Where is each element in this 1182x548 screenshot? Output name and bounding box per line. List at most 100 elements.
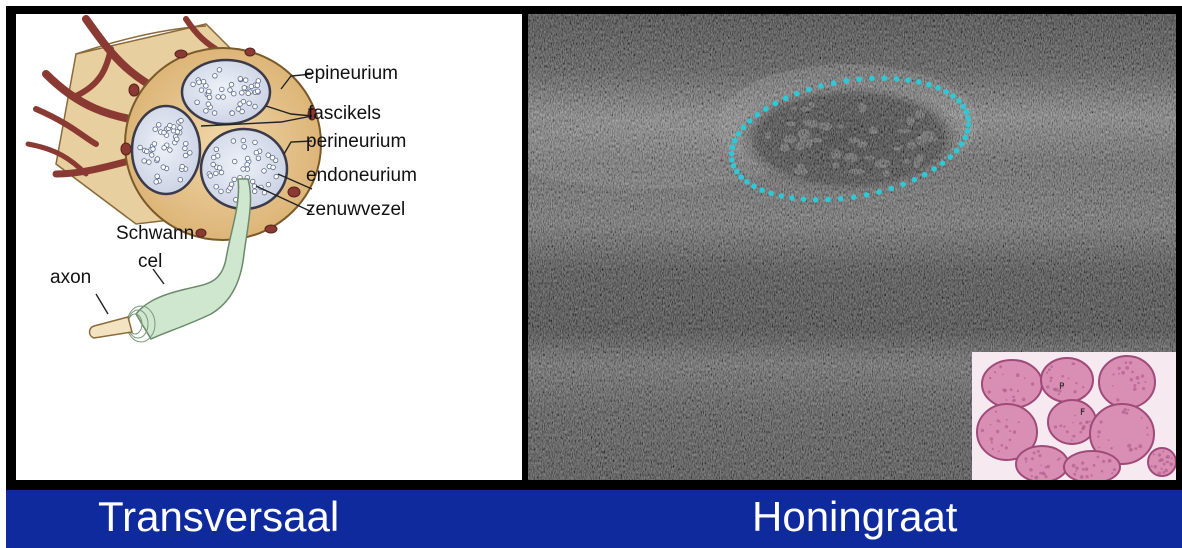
histology-stain-dot (1002, 373, 1004, 375)
histology-stain-dot (1024, 457, 1027, 460)
histology-stain-dot (1005, 425, 1008, 428)
nerve-fiber-dot (250, 179, 255, 184)
nerve-fiber-dot (245, 156, 250, 161)
nerve-fiber-dot (274, 174, 279, 179)
outline-dot (954, 148, 960, 154)
histology-stain-dot (1102, 460, 1105, 463)
outline-dot (950, 93, 956, 99)
histology-stain-dot (1058, 393, 1060, 395)
outline-dot (729, 151, 735, 157)
histology-stain-dot (1141, 417, 1143, 419)
histology-stain-dot (1129, 361, 1132, 364)
outline-dot (789, 195, 795, 201)
histology-stain-dot (1006, 399, 1008, 401)
nerve-fiber-dot (266, 182, 271, 187)
label-perineurium: perineurium (306, 132, 406, 151)
label-fascicles: fascikels (308, 104, 381, 123)
nerve-fiber-dot (183, 146, 188, 151)
histology-stain-dot (1113, 373, 1115, 375)
histology-stain-dot (1072, 435, 1075, 438)
caption-transversal: Transversaal (98, 496, 339, 538)
histology-stain-dot (1166, 461, 1169, 464)
outline-dot (763, 106, 769, 112)
outline-dot (729, 157, 735, 163)
outline-dot (783, 96, 789, 102)
nerve-fiber-dot (188, 151, 193, 156)
histology-stain-dot (1068, 377, 1070, 379)
histology-stain-dot (1010, 388, 1013, 391)
outline-dot (960, 104, 966, 110)
nerve-fiber-dot (217, 68, 222, 73)
nerve-fiber-dot (229, 82, 234, 87)
axon (90, 317, 133, 338)
outline-dot (801, 196, 807, 202)
outline-dot (806, 87, 812, 93)
histology-stain-dot (992, 448, 994, 450)
histology-stain-dot (1073, 363, 1075, 365)
outline-dot (831, 80, 837, 86)
nerve-fiber-dot (195, 100, 200, 105)
outline-dot (838, 196, 844, 202)
outline-dot (940, 160, 946, 166)
histology-stain-dot (1073, 473, 1076, 476)
nerve-fiber-dot (241, 99, 246, 104)
histology-stain-dot (1121, 371, 1125, 375)
histology-stain-dot (1075, 467, 1078, 470)
histology-stain-dot (1022, 398, 1026, 402)
nerve-fiber-dot (156, 123, 161, 128)
outline-dot (964, 109, 970, 115)
nerve-fiber-dot (219, 189, 224, 194)
nerve-fiber-dot (232, 177, 237, 182)
histology-stain-dot (1110, 447, 1113, 450)
outline-dot (894, 76, 900, 82)
histology-stain-dot (1018, 421, 1020, 423)
histology-stain-dot (1111, 472, 1113, 474)
histology-stain-dot (1135, 447, 1138, 450)
nerve-fiber-dot (199, 88, 204, 93)
histology-stain-dot (1154, 465, 1158, 469)
nerve-fiber-dot (204, 84, 209, 89)
outline-dot (912, 177, 918, 183)
histology-stain-dot (1118, 373, 1120, 375)
nerve-fiber-dot (253, 140, 258, 145)
histology-stain-dot (1137, 382, 1140, 385)
histology-stain-dot (1061, 375, 1064, 378)
histology-stain-dot (1033, 452, 1036, 455)
nerve-fiber-dot (183, 153, 188, 158)
nerve-fiber-dot (214, 184, 219, 189)
histology-stain-dot (1141, 374, 1144, 377)
histology-stain-dot (1082, 468, 1085, 471)
outline-dot (869, 76, 875, 82)
histology-stain-dot (1024, 377, 1026, 379)
nerve-fiber-dot (180, 164, 185, 169)
histology-stain-dot (1124, 408, 1127, 411)
nerve-fiber-dot (191, 82, 196, 87)
outline-dot (730, 144, 736, 150)
label-axon: axon (50, 268, 91, 287)
nerve-fiber-dot (206, 102, 211, 107)
nerve-fiber-dot (270, 155, 275, 160)
nerve-fiber-dot (212, 111, 217, 116)
histology-stain-dot (1116, 398, 1119, 401)
histology-stain-dot (1072, 464, 1076, 468)
outline-dot (926, 82, 932, 88)
outline-dot (759, 187, 765, 193)
nerve-fiber-dot (142, 159, 147, 164)
nerve-fiber-dot (228, 88, 233, 93)
histology-stain-dot (1045, 475, 1048, 478)
histology-stain-dot (1138, 444, 1142, 448)
histology-stain-dot (1136, 376, 1140, 380)
histology-stain-dot (1038, 454, 1041, 457)
histology-stain-dot (1089, 421, 1091, 423)
outline-dot (962, 135, 968, 141)
histology-fascicle (1016, 446, 1068, 480)
histology-stain-dot (1130, 378, 1133, 381)
histology-fascicle (1099, 356, 1155, 408)
histology-stain-dot (1029, 468, 1033, 472)
histology-stain-dot (1162, 451, 1164, 453)
histology-fascicle (1041, 358, 1093, 402)
label-cell: cel (138, 252, 162, 271)
ultrasound-panel: P F (528, 14, 1176, 480)
histology-stain-dot (1048, 368, 1051, 371)
outline-dot (851, 194, 857, 200)
